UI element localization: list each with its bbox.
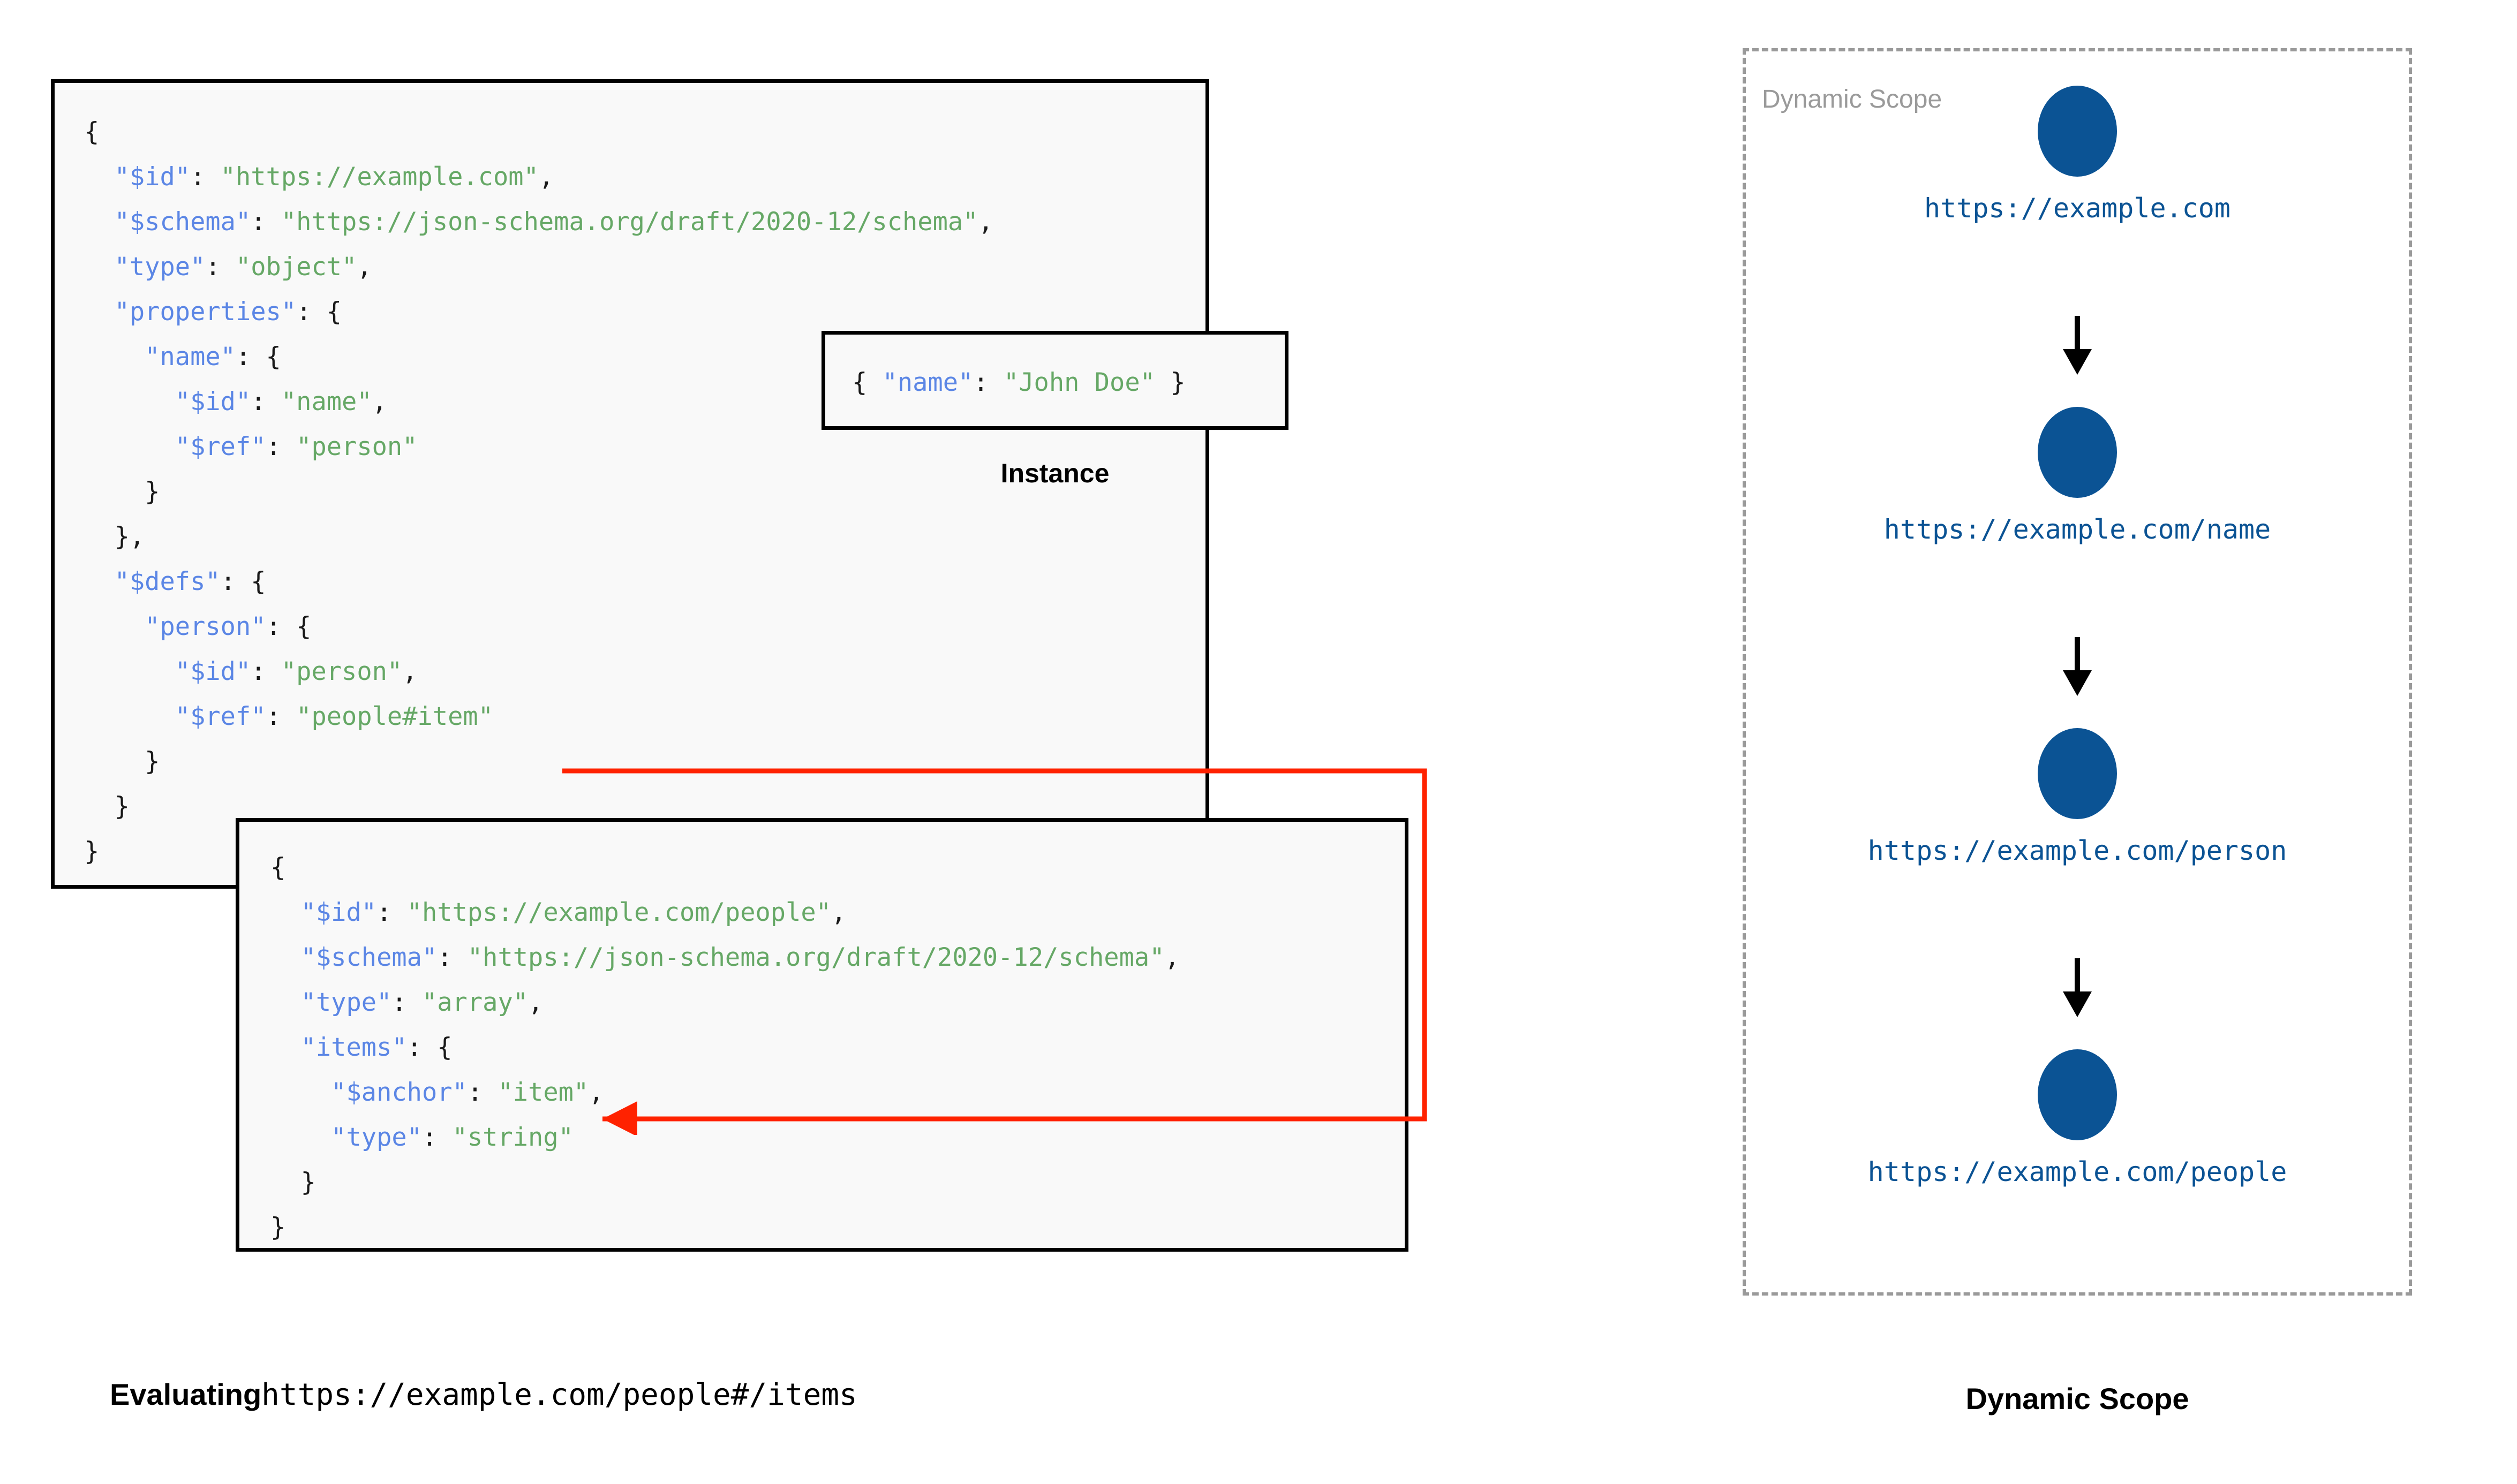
instance-box: { "name": "John Doe" } xyxy=(822,331,1288,430)
scope-node-label: https://example.com/people xyxy=(1867,1156,2287,1187)
scope-node-3: https://example.com/people xyxy=(1743,1049,2412,1187)
dynamic-scope-caption: Dynamic Scope xyxy=(1965,1382,2189,1415)
scope-node-label: https://example.com/name xyxy=(1883,514,2271,545)
evaluating-caption: Evaluatinghttps://example.com/people#/it… xyxy=(110,1377,857,1412)
scope-node-label: https://example.com/person xyxy=(1867,835,2287,866)
scope-node-2: https://example.com/person xyxy=(1743,728,2412,866)
main-schema-code: { "$id": "https://example.com", "$schema… xyxy=(84,117,993,866)
evaluating-uri: https://example.com/people#/items xyxy=(261,1377,857,1412)
dynamic-scope-inline-label: Dynamic Scope xyxy=(1762,85,1942,113)
main-schema-box: { "$id": "https://example.com", "$schema… xyxy=(51,79,1209,889)
scope-arrow-0 xyxy=(2063,316,2092,375)
people-schema-box: { "$id": "https://example.com/people", "… xyxy=(236,818,1408,1252)
scope-node-circle-icon xyxy=(2038,1049,2117,1140)
evaluating-label: Evaluating xyxy=(110,1377,262,1411)
people-schema-code: { "$id": "https://example.com/people", "… xyxy=(270,853,1180,1242)
dynamic-scope-panel xyxy=(1743,48,2412,1296)
scope-node-circle-icon xyxy=(2038,407,2117,498)
instance-code: { "name": "John Doe" } xyxy=(852,368,1186,397)
scope-node-circle-icon xyxy=(2038,86,2117,177)
scope-arrow-2 xyxy=(2063,958,2092,1017)
instance-caption: Instance xyxy=(1000,458,1110,488)
scope-node-circle-icon xyxy=(2038,728,2117,819)
scope-arrow-1 xyxy=(2063,637,2092,696)
scope-node-1: https://example.com/name xyxy=(1743,407,2412,545)
scope-node-0: https://example.com xyxy=(1743,86,2412,224)
scope-node-label: https://example.com xyxy=(1924,193,2230,224)
